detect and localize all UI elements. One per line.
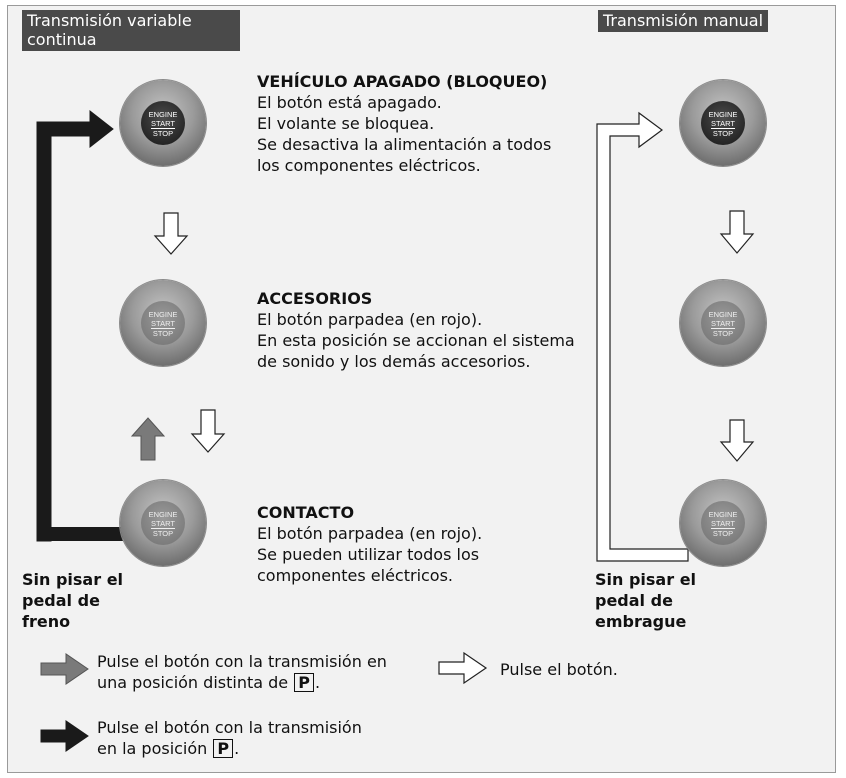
state-off-description: VEHÍCULO APAGADO (BLOQUEO) El botón está… [257, 71, 551, 176]
state-acc-description: ACCESORIOS El botón parpadea (en rojo). … [257, 288, 575, 372]
legend-white-text: Pulse el botón. [500, 660, 618, 679]
cvt-engine-button-off: ENGINE START STOP [120, 80, 206, 166]
legend-black-text: Pulse el botón con la transmisión en la … [97, 718, 362, 758]
cvt-engine-button-on: ENGINE START STOP [120, 480, 206, 566]
state-off-line: Se desactiva la alimentación a todos [257, 135, 552, 154]
state-on-line: El botón parpadea (en rojo). [257, 524, 483, 543]
state-on-line: componentes eléctricos. [257, 566, 454, 585]
mt-down-arrow-1 [719, 210, 755, 254]
park-position-box: P [213, 739, 234, 758]
state-off-title: VEHÍCULO APAGADO (BLOQUEO) [257, 72, 548, 91]
state-acc-title: ACCESORIOS [257, 289, 373, 308]
state-on-line: Se pueden utilizar todos los [257, 545, 480, 564]
engine-button-face: ENGINE START STOP [701, 101, 745, 145]
engine-button-face: ENGINE START STOP [141, 501, 185, 545]
state-off-line: El botón está apagado. [257, 93, 442, 112]
cvt-label: Transmisión variable continua [22, 10, 240, 51]
mt-engine-button-off: ENGINE START STOP [680, 80, 766, 166]
legend-gray-arrow [40, 653, 89, 685]
state-acc-line: En esta posición se accionan el sistema [257, 331, 575, 350]
mt-engine-button-on: ENGINE START STOP [680, 480, 766, 566]
engine-button-face: ENGINE START STOP [701, 501, 745, 545]
park-position-box: P [294, 673, 314, 692]
mt-clutch-note: Sin pisar el pedal de embrague [595, 570, 697, 631]
diagram-panel: Transmisión variable continua Transmisió… [7, 5, 836, 773]
legend-black-arrow [40, 720, 89, 752]
cvt-brake-note: Sin pisar el pedal de freno [22, 570, 124, 631]
state-off-line: El volante se bloquea. [257, 114, 435, 133]
state-acc-line: de sonido y los demás accesorios. [257, 352, 531, 371]
cvt-black-return-arrow [36, 109, 114, 542]
legend-white-arrow [438, 651, 488, 685]
cvt-down-arrow-2 [190, 409, 226, 453]
mt-engine-button-acc: ENGINE START STOP [680, 280, 766, 366]
state-on-title: CONTACTO [257, 503, 355, 522]
engine-button-face: ENGINE START STOP [701, 301, 745, 345]
arrows-layer [36, 109, 755, 752]
engine-button-face: ENGINE START STOP [141, 301, 185, 345]
cvt-black-bottom-bar [37, 527, 123, 541]
state-off-line: los componentes eléctricos. [257, 156, 481, 175]
cvt-engine-button-acc: ENGINE START STOP [120, 280, 206, 366]
manual-label: Transmisión manual [598, 10, 769, 32]
cvt-gray-up-arrow [130, 417, 166, 461]
cvt-down-arrow-1 [153, 212, 189, 255]
state-on-description: CONTACTO El botón parpadea (en rojo). Se… [257, 502, 482, 586]
state-acc-line: El botón parpadea (en rojo). [257, 310, 483, 329]
legend-gray-text: Pulse el botón con la transmisión en una… [97, 652, 387, 692]
mt-white-return-arrow [596, 111, 689, 562]
engine-button-face: ENGINE START STOP [141, 101, 185, 145]
mt-down-arrow-2 [719, 419, 755, 462]
